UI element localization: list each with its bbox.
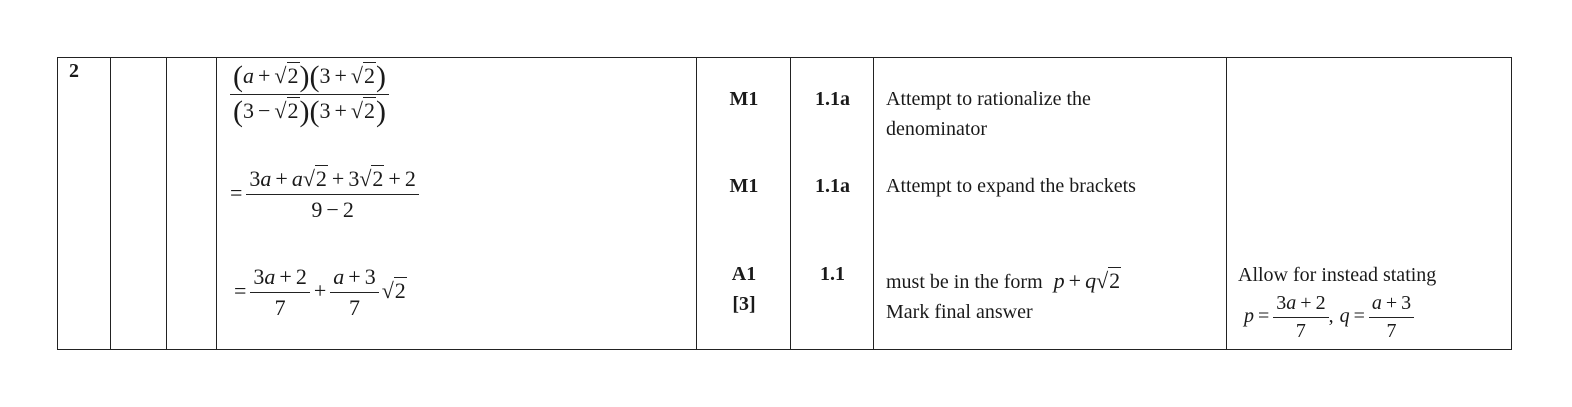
working-step-1: (a+√2)(3+√2) (3−√2)(3+√2) [230,62,389,127]
numerator: 3a+a√2+3√2+2 [249,165,416,191]
guidance-2: Attempt to expand the brackets [886,175,1136,197]
guidance-3b: Mark final answer [886,301,1033,323]
additional-expression: p= 3a+2 7 ,q= a+3 7 [1244,292,1415,343]
guidance-1: Attempt to rationalize the denominator [886,88,1091,140]
guidance-cell: Attempt to rationalize the denominator A… [873,57,1227,350]
additional-text: Allow for instead stating [1238,264,1437,286]
question-number: 2 [57,57,111,350]
fraction: a+3 7 [330,264,379,321]
mark-1: M1 [729,88,759,110]
form-expression: p+q√2 [1053,267,1122,293]
fraction: 3a+a√2+3√2+2 9−2 [246,165,419,223]
ao-3: 1.1 [820,263,845,285]
fraction: (a+√2)(3+√2) (3−√2)(3+√2) [230,62,389,127]
denominator: 9−2 [246,194,419,223]
fraction: 3a+2 7 [250,264,310,321]
marks-cell: M1 M1 A1 [3] [696,57,791,350]
ao-1: 1.1a [815,88,850,110]
subpart-cell [166,57,217,350]
working-cell: (a+√2)(3+√2) (3−√2)(3+√2) = 3a+a√2+3√2+2 [216,57,697,350]
ao-2: 1.1a [815,175,850,197]
ao-cell: 1.1a 1.1a 1.1 [790,57,874,350]
mark-scheme-table: 2 (a+√2)(3+√2) (3−√2)(3+√2) [57,57,1512,350]
denominator: (3−√2)(3+√2) [230,94,389,127]
table-row: 2 (a+√2)(3+√2) (3−√2)(3+√2) [57,57,1512,350]
guidance-3: must be in the form p+q√2 [886,267,1122,293]
part-cell [110,57,167,350]
additional-guidance-cell: Allow for instead stating p= 3a+2 7 ,q= … [1226,57,1512,350]
mark-2: M1 [729,175,759,197]
mark-3: A1 [731,263,757,285]
total-marks: [3] [732,293,756,315]
numerator: (a+√2)(3+√2) [233,60,386,93]
working-step-2: = 3a+a√2+3√2+2 9−2 [230,165,419,223]
working-step-3: = 3a+2 7 + a+3 7 √2 [234,264,407,321]
